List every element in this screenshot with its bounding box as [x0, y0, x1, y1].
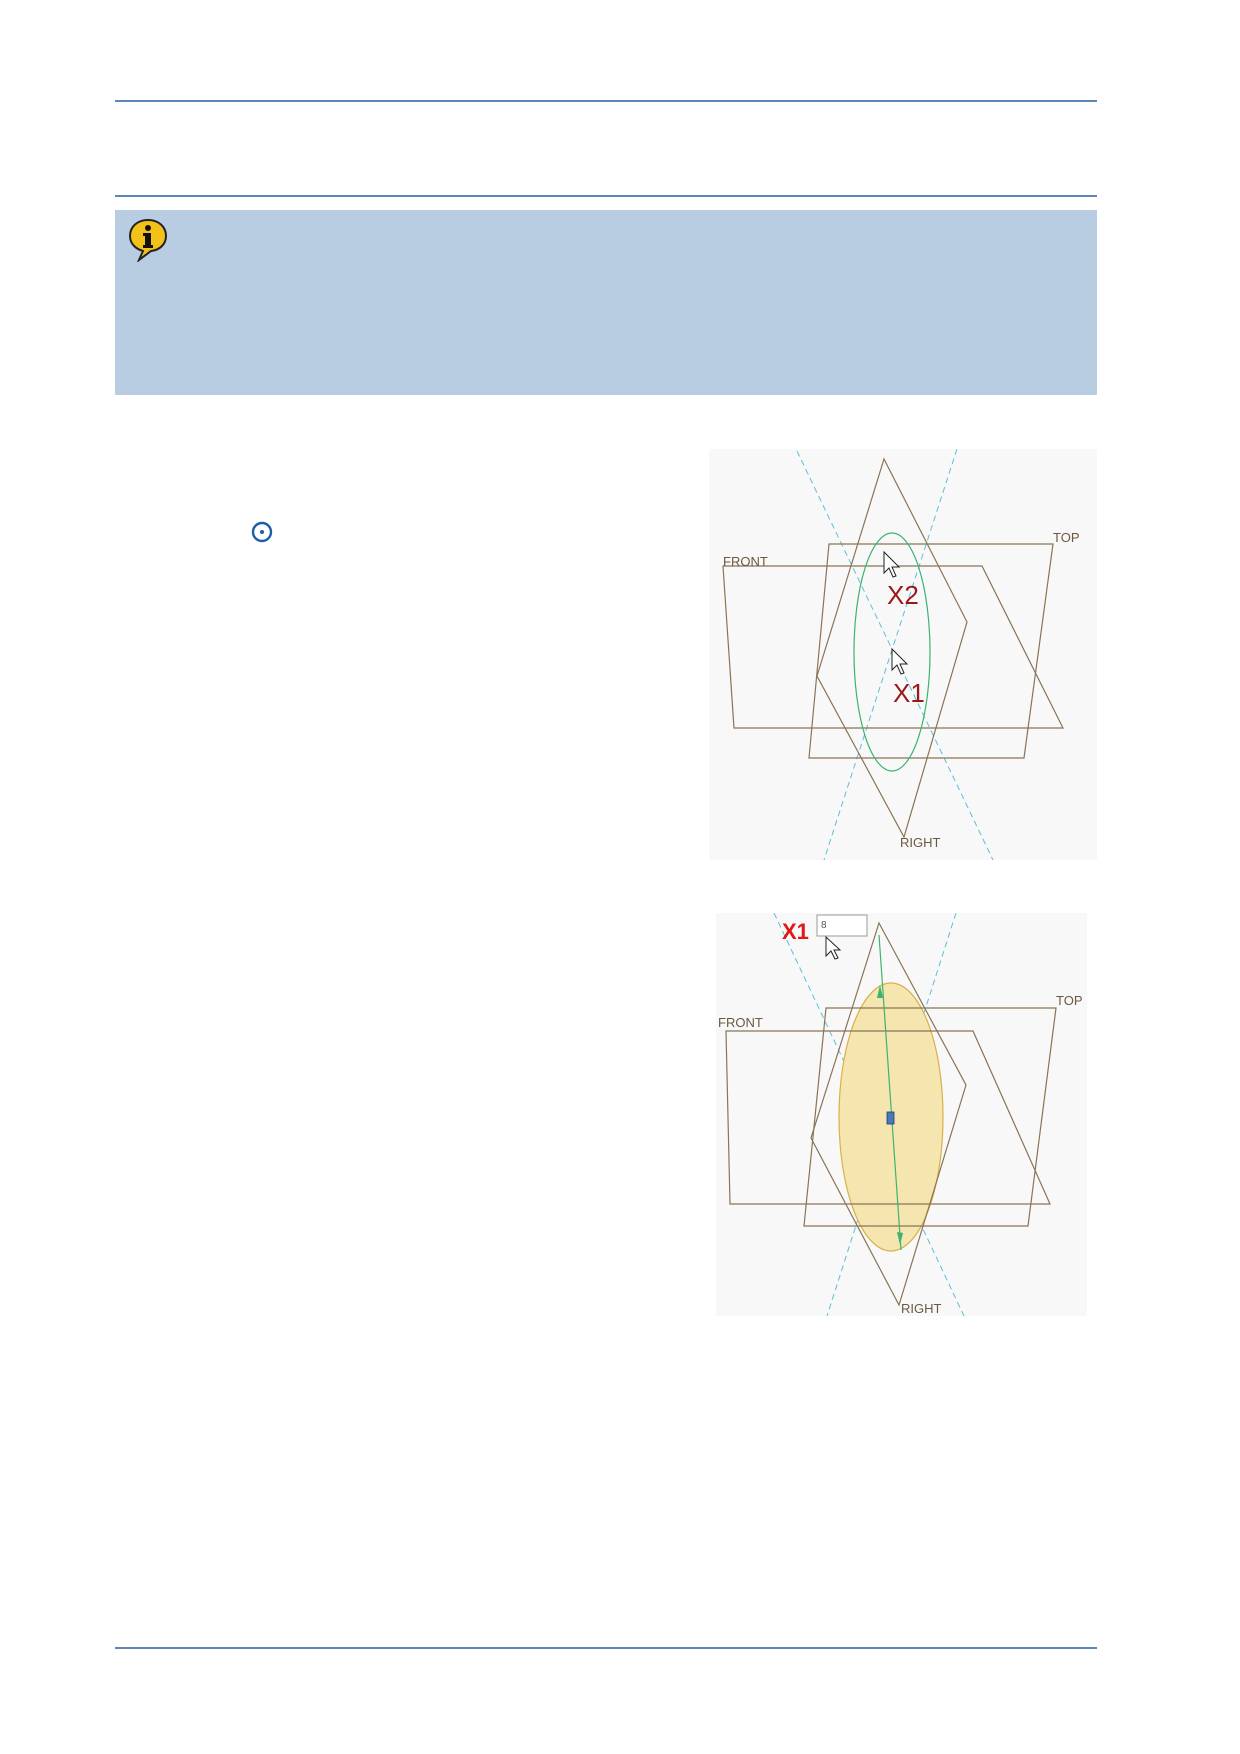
ellipse-center-marker	[886, 1111, 895, 1125]
dimension-value-input[interactable]	[816, 914, 868, 937]
footer-rule	[115, 1647, 1097, 1649]
plane-label-top: TOP	[1056, 993, 1083, 1008]
sketched-ellipse	[853, 532, 931, 772]
info-speech-bubble-icon	[128, 218, 168, 262]
callout-x2: X2	[887, 580, 919, 610]
plane-label-top: TOP	[1053, 530, 1080, 545]
reference-line	[796, 450, 994, 860]
sketch-canvas-1: TOP FRONT RIGHT X2 X1	[722, 449, 1080, 860]
dimension-value-text: 8	[821, 920, 827, 931]
sketch-canvas-2: 8 X1 TOP FRONT RIGHT	[718, 913, 1083, 1316]
ellipse-sketch-figure-2: 8 X1 TOP FRONT RIGHT	[716, 913, 1087, 1316]
axis-dimension-line	[878, 934, 902, 1251]
cursor-pointer-x2	[883, 550, 901, 578]
right-plane	[816, 457, 968, 839]
cursor-pointer-x1	[891, 647, 909, 675]
plane-label-front: FRONT	[723, 554, 768, 569]
callout-x1: X1	[893, 678, 925, 708]
front-plane	[725, 1030, 1051, 1205]
info-note-box	[115, 210, 1097, 395]
ellipse-tool-icon[interactable]	[250, 520, 274, 544]
plane-label-front: FRONT	[718, 1015, 763, 1030]
right-plane	[810, 921, 967, 1307]
top-plane	[803, 1007, 1057, 1227]
dimension-arrowhead	[897, 1232, 903, 1245]
header-rule-lower	[115, 195, 1097, 197]
dimension-arrowhead	[877, 985, 883, 998]
header-rule	[115, 100, 1097, 102]
ellipse-sketch-figure-1: TOP FRONT RIGHT X2 X1	[709, 449, 1097, 860]
callout-x1: X1	[782, 919, 809, 944]
plane-label-right: RIGHT	[900, 835, 941, 850]
cursor-pointer	[825, 935, 842, 960]
reference-line	[823, 449, 958, 860]
top-plane	[808, 543, 1054, 759]
plane-label-right: RIGHT	[901, 1301, 942, 1316]
